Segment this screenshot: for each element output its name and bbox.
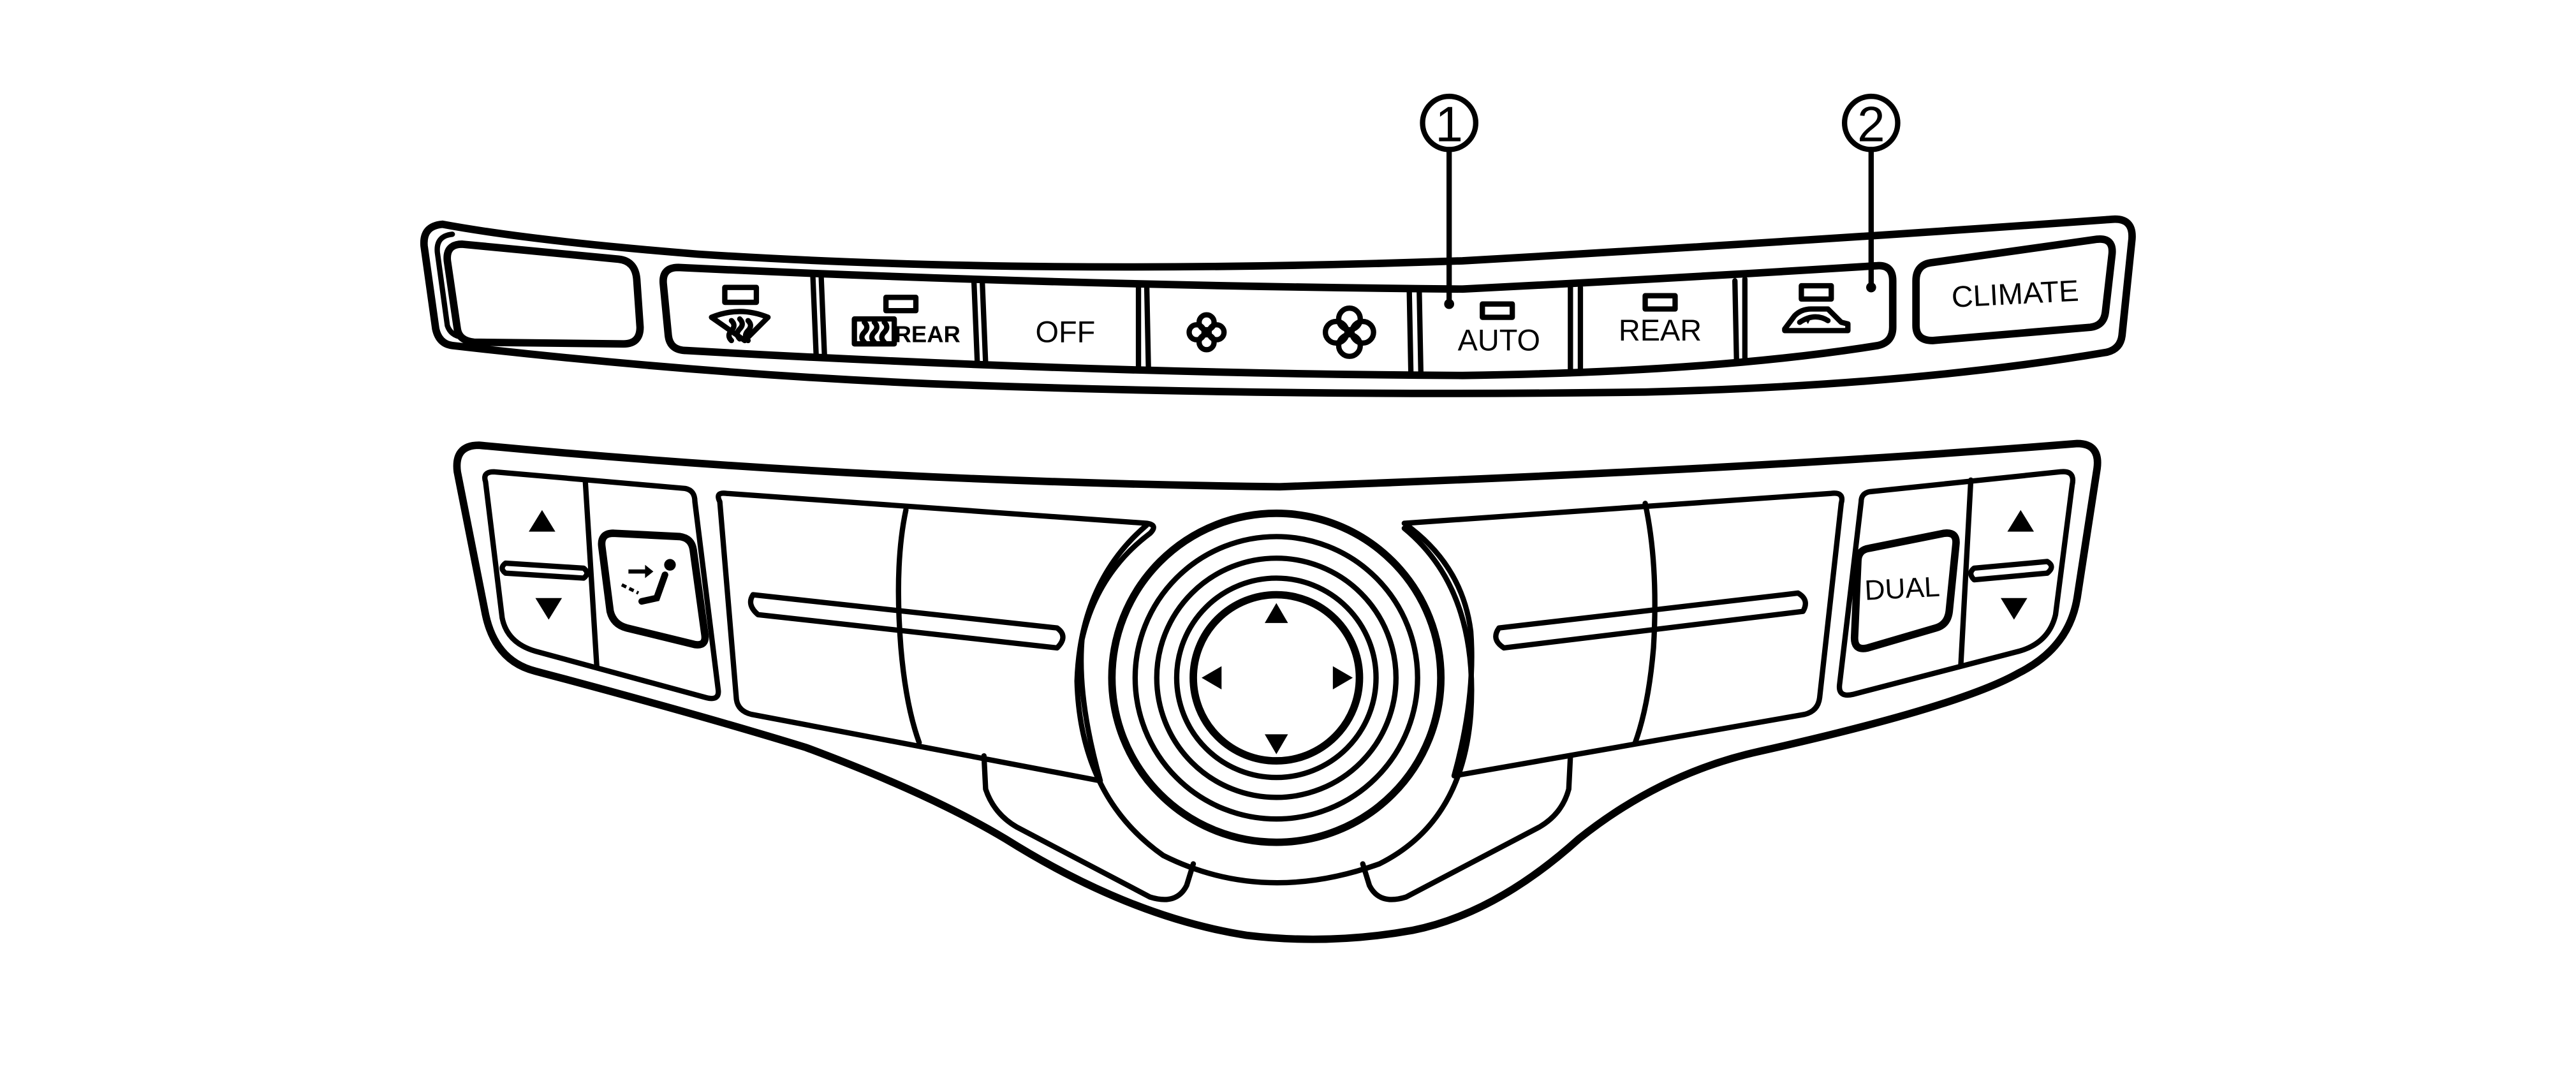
dial-right-arrow-icon (1332, 666, 1353, 690)
dial-up-arrow-icon (1265, 603, 1288, 623)
rear-label: REAR (1619, 314, 1702, 347)
rear-defrost-label: REAR (895, 321, 960, 348)
auto-button[interactable]: AUTO (1458, 301, 1540, 357)
front-defrost-button[interactable] (709, 284, 771, 344)
left-temp-down-button[interactable] (535, 598, 563, 620)
left-temp-up-button[interactable] (529, 510, 556, 532)
left-temp-slot (499, 560, 590, 581)
rear-defrost-button[interactable]: REAR (851, 295, 960, 348)
triangle-up-icon (2007, 510, 2035, 532)
callout-2-number: 2 (1857, 96, 1885, 152)
right-temp-up-button[interactable] (2007, 510, 2035, 532)
fan-small-icon (1186, 312, 1227, 353)
bottom-control-panel: DUAL (453, 439, 2101, 943)
right-temp-slot (1968, 559, 2054, 583)
rear-defrost-icon (851, 316, 897, 347)
right-temp-display-panel (1401, 490, 1845, 779)
recirculation-button[interactable] (1782, 283, 1851, 334)
rear-defrost-indicator (883, 295, 919, 314)
air-flow-mode-icon (621, 559, 676, 605)
bottom-panel-body (453, 439, 2101, 943)
central-dial[interactable] (1108, 510, 1445, 846)
blank-button[interactable] (443, 240, 644, 348)
fan-speed-down-button[interactable] (1186, 312, 1227, 353)
dial-down-arrow-icon (1265, 734, 1288, 754)
triangle-up-icon (529, 510, 556, 532)
climate-label: CLIMATE (1951, 274, 2080, 314)
top-button-panel: REAR OFF AUTO (420, 215, 2136, 397)
climate-button[interactable]: CLIMATE (1912, 235, 2116, 344)
triangle-down-icon (535, 598, 563, 620)
front-defrost-icon (709, 309, 771, 344)
front-defrost-indicator (722, 284, 760, 305)
auto-indicator (1480, 301, 1515, 320)
callout-1-dot (1444, 298, 1454, 309)
callout-1-number: 1 (1435, 96, 1462, 152)
button-strip (659, 261, 1897, 379)
triangle-down-icon (2001, 598, 2028, 620)
dual-label: DUAL (1864, 571, 1940, 606)
right-temp-down-button[interactable] (2001, 598, 2028, 620)
air-recirculation-icon (1782, 306, 1851, 334)
air-flow-mode-button[interactable] (598, 529, 709, 649)
dial-left-arrow-icon (1202, 666, 1222, 690)
callout-1: 1 (1420, 93, 1479, 309)
auto-label: AUTO (1458, 324, 1540, 357)
dual-button[interactable]: DUAL (1850, 529, 1960, 652)
callout-2: 2 (1841, 93, 1901, 293)
off-button[interactable]: OFF (1036, 316, 1096, 349)
fan-large-icon (1322, 305, 1376, 359)
recirculation-indicator (1799, 283, 1834, 302)
rear-indicator (1642, 293, 1678, 312)
callout-2-dot (1866, 282, 1876, 293)
fan-speed-up-button[interactable] (1322, 305, 1376, 359)
left-slider-slot (747, 592, 1066, 651)
right-slider-slot (1493, 590, 1808, 651)
rear-button[interactable]: REAR (1619, 293, 1702, 347)
off-label: OFF (1036, 316, 1096, 349)
